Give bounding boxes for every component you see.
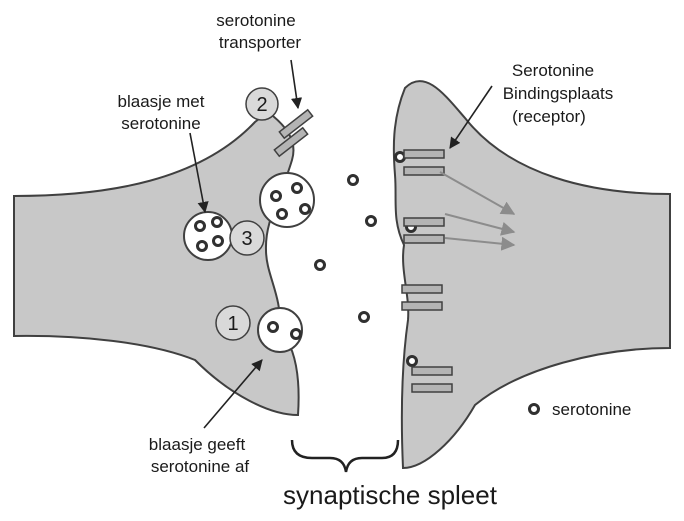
cleft-brace bbox=[292, 440, 398, 472]
svg-text:1: 1 bbox=[227, 313, 238, 335]
step-1-marker: 1 bbox=[216, 306, 250, 340]
legend-serotonin-icon bbox=[530, 405, 539, 414]
receptor-label-line3: (receptor) bbox=[512, 107, 586, 126]
legend: serotonine bbox=[530, 400, 632, 419]
vesicle-label-line1: blaasje met bbox=[118, 92, 205, 111]
cleft-label: synaptische spleet bbox=[283, 480, 498, 510]
presynaptic-neuron bbox=[14, 112, 299, 415]
legend-label: serotonine bbox=[552, 400, 631, 419]
transporter-label-line1: serotonine bbox=[216, 11, 295, 30]
transporter-label-line2: transporter bbox=[219, 33, 302, 52]
step-2-marker: 2 bbox=[246, 88, 278, 120]
receptor-label-line1: Serotonine bbox=[512, 61, 594, 80]
vesicle-label-line2: serotonine bbox=[121, 114, 200, 133]
receptor-label-line2: Bindingsplaats bbox=[503, 84, 614, 103]
svg-text:2: 2 bbox=[256, 94, 267, 116]
release-label-line1: blaasje geeft bbox=[149, 435, 246, 454]
vesicle-with-serotonin bbox=[184, 212, 232, 260]
release-label-line2: serotonine af bbox=[151, 457, 250, 476]
fusing-vesicle bbox=[260, 173, 314, 227]
step-3-marker: 3 bbox=[230, 221, 264, 255]
svg-text:3: 3 bbox=[241, 228, 252, 250]
